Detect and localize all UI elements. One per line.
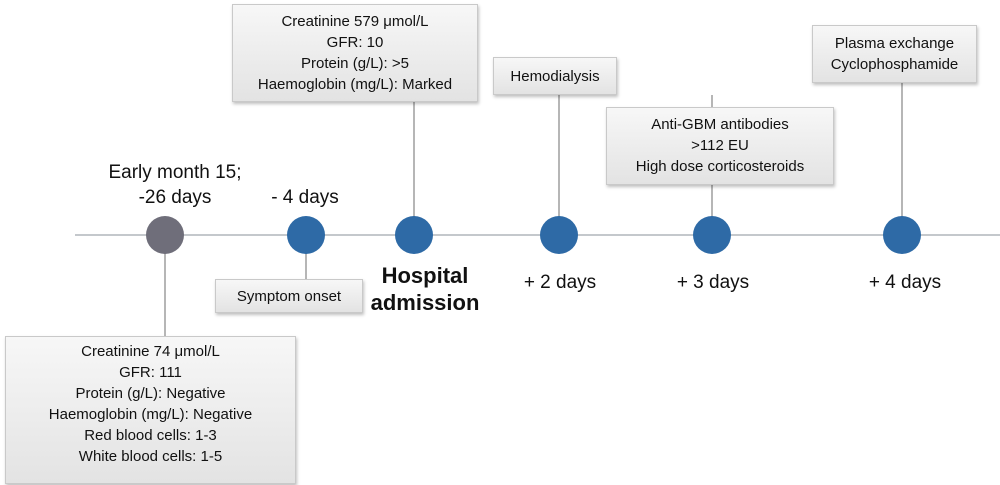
date-label-line: - 4 days <box>271 187 339 208</box>
box-line: Protein (g/L): Negative <box>75 385 226 402</box>
info-box-hospital: Creatinine 579 μmol/L GFR: 10 Protein (g… <box>232 4 478 102</box>
box-line: Cyclophosphamide <box>830 56 959 73</box>
box-line: Protein (g/L): >5 <box>301 55 409 72</box>
box-line: Anti-GBM antibodies <box>651 116 789 133</box>
info-box-day3: Anti-GBM antibodies >112 EU High dose co… <box>606 107 834 185</box>
box-line: Haemoglobin (mg/L): Negative <box>48 406 253 423</box>
info-box-symptom: Symptom onset <box>215 279 363 313</box>
box-line: GFR: 111 <box>119 364 182 381</box>
date-label-line: Hospital <box>381 263 469 288</box>
event-marker-symptom <box>287 216 325 254</box>
date-label-line: -26 days <box>138 187 212 208</box>
box-line: Plasma exchange <box>834 35 955 52</box>
date-label-day3: + 3 days <box>648 270 778 295</box>
event-marker-day3 <box>693 216 731 254</box>
date-label-hospital: Hospital admission <box>345 262 505 316</box>
event-marker-early <box>146 216 184 254</box>
event-marker-day2 <box>540 216 578 254</box>
box-line: Hemodialysis <box>510 68 600 85</box>
info-box-day4: Plasma exchange Cyclophosphamide <box>812 25 977 83</box>
box-line: GFR: 10 <box>326 34 384 51</box>
box-line: Haemoglobin (mg/L): Marked <box>257 76 453 93</box>
info-box-early: Creatinine 74 μmol/L GFR: 111 Protein (g… <box>5 336 296 484</box>
box-line: Red blood cells: 1-3 <box>84 427 217 444</box>
box-line: Creatinine 579 μmol/L <box>281 13 429 30</box>
date-label-symptom: - 4 days <box>240 185 370 210</box>
date-label-day2: + 2 days <box>495 270 625 295</box>
date-label-day4: + 4 days <box>840 270 970 295</box>
event-marker-day4 <box>883 216 921 254</box>
info-box-day2: Hemodialysis <box>493 57 617 95</box>
date-label-early: Early month 15; -26 days <box>60 160 290 210</box>
event-marker-hospital <box>395 216 433 254</box>
date-label-line: + 4 days <box>868 272 942 293</box>
box-line: White blood cells: 1-5 <box>78 448 223 465</box>
date-label-line: + 2 days <box>523 272 597 293</box>
box-line: >112 EU <box>691 137 749 154</box>
box-line: Creatinine 74 μmol/L <box>81 343 220 360</box>
box-line: Symptom onset <box>236 288 342 305</box>
date-label-line: Early month 15; <box>108 162 242 183</box>
box-line: High dose corticosteroids <box>635 158 805 175</box>
date-label-line: admission <box>370 290 480 315</box>
date-label-line: + 3 days <box>676 272 750 293</box>
